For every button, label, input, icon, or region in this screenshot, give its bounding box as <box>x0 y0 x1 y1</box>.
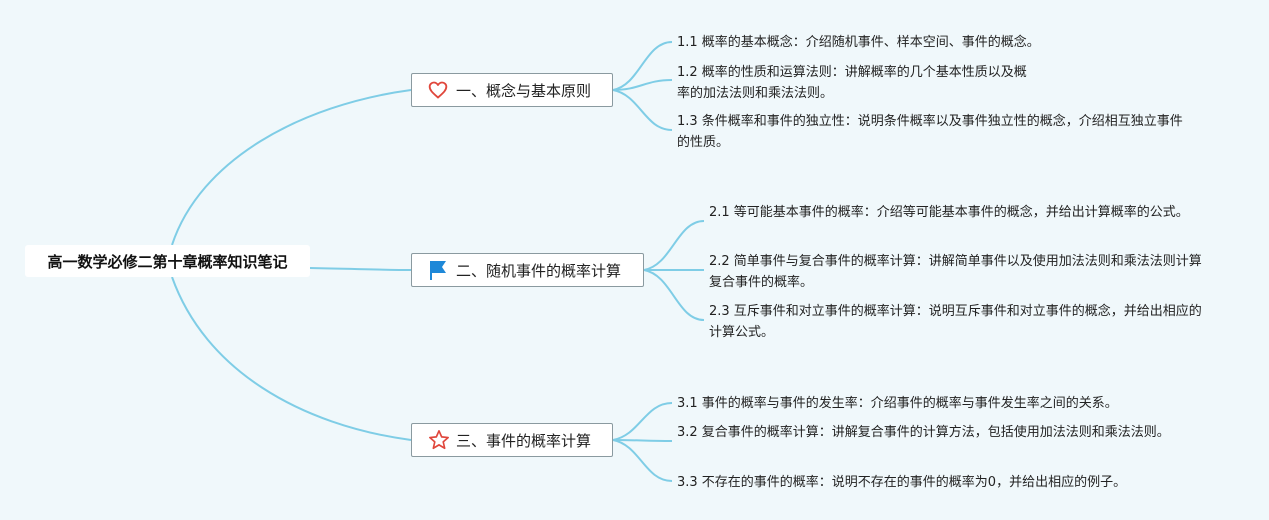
root-topic-label: 高一数学必修二第十章概率知识笔记 <box>47 252 288 271</box>
root-to-branch-3-line <box>171 276 412 441</box>
branch-topic-concepts[interactable]: 一、概念与基本原则 <box>411 73 613 107</box>
branch-1-to-leaf-2-line <box>612 79 673 91</box>
leaf-1-2[interactable]: 1.2 概率的性质和运算法则：讲解概率的几个基本性质以及概率的加法法则和乘法法则… <box>677 65 1027 101</box>
branch-label: 二、随机事件的概率计算 <box>456 261 622 280</box>
branch-2-to-leaf-1-line <box>643 220 705 271</box>
root-to-branch-2-line <box>309 267 412 271</box>
leaf-3-2[interactable]: 3.2 复合事件的概率计算：讲解复合事件的计算方法，包括使用加法法则和乘法法则。 <box>677 425 1170 440</box>
branch-label: 三、事件的概率计算 <box>456 431 592 450</box>
branch-topic-random-events[interactable]: 二、随机事件的概率计算 <box>411 253 644 287</box>
leaf-1-1[interactable]: 1.1 概率的基本概念：介绍随机事件、样本空间、事件的概念。 <box>677 35 1040 50</box>
branch-3-to-leaf-3-line <box>612 439 673 482</box>
root-to-branch-1-line <box>171 89 412 246</box>
leaf-2-3[interactable]: 2.3 互斥事件和对立事件的概率计算：说明互斥事件和对立事件的概念，并给出相应的… <box>709 304 1202 340</box>
heart-icon <box>428 79 450 101</box>
branch-1-to-leaf-1-line <box>612 41 673 91</box>
leaf-2-2[interactable]: 2.2 简单事件与复合事件的概率计算：讲解简单事件以及使用加法法则和乘法法则计算… <box>709 254 1202 290</box>
root-topic[interactable]: 高一数学必修二第十章概率知识笔记 <box>25 245 310 277</box>
branch-label: 一、概念与基本原则 <box>456 81 592 100</box>
leaf-3-3[interactable]: 3.3 不存在的事件的概率：说明不存在的事件的概率为0，并给出相应的例子。 <box>677 475 1127 490</box>
leaf-1-3[interactable]: 1.3 条件概率和事件的独立性：说明条件概率以及事件独立性的概念，介绍相互独立事… <box>677 114 1183 150</box>
branch-topic-event-probability[interactable]: 三、事件的概率计算 <box>411 423 613 457</box>
branch-1-to-leaf-3-line <box>612 89 673 131</box>
leaf-2-1[interactable]: 2.1 等可能基本事件的概率：介绍等可能基本事件的概念，并给出计算概率的公式。 <box>709 205 1189 220</box>
leaf-3-1[interactable]: 3.1 事件的概率与事件的发生率：介绍事件的概率与事件发生率之间的关系。 <box>677 396 1118 411</box>
star-icon <box>428 429 450 451</box>
branch-3-to-leaf-2-line <box>612 439 673 442</box>
flag-icon <box>428 259 450 281</box>
branch-2-to-leaf-3-line <box>643 269 705 321</box>
branch-3-to-leaf-1-line <box>612 402 673 441</box>
